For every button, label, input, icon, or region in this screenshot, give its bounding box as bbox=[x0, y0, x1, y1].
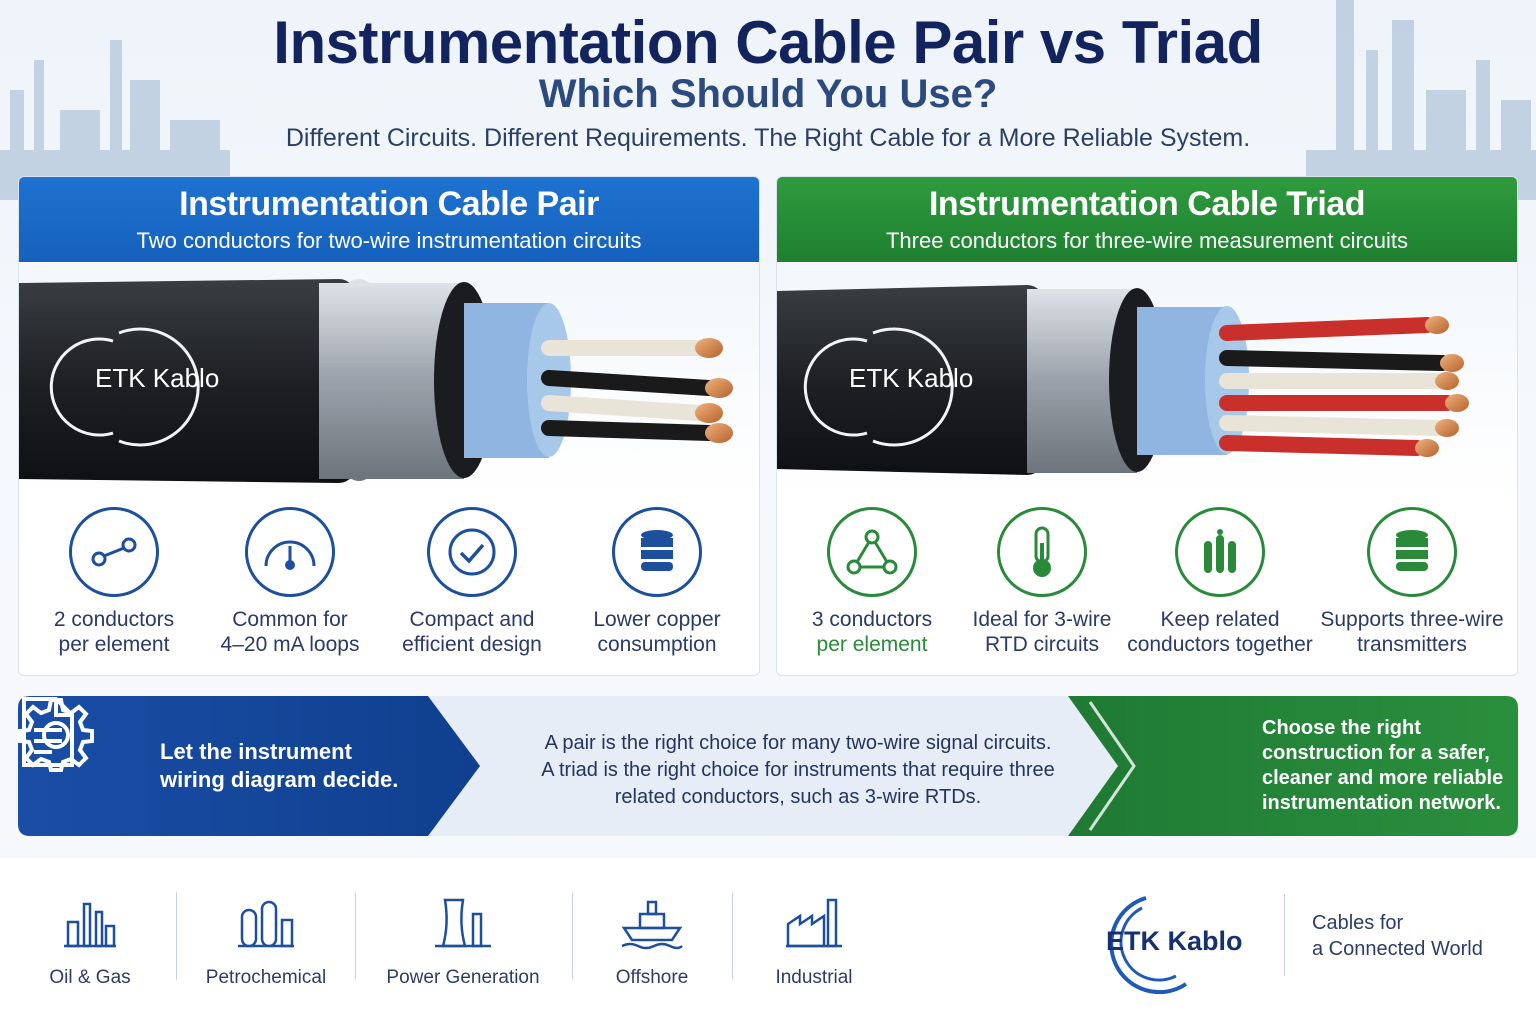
brand-tagline: Cables for a Connected World bbox=[1312, 912, 1483, 960]
triad-panel-title: Instrumentation Cable Triad bbox=[928, 185, 1366, 223]
pair-cable-illustration: ETK Kablo bbox=[19, 263, 759, 498]
brand-swoosh-icon bbox=[1109, 896, 1188, 995]
triad-cable-illustration: ETK Kablo bbox=[777, 263, 1517, 498]
banner-right-text: Choose the right construction for a safe… bbox=[1262, 717, 1504, 814]
triad-panel-subtitle: Three conductors for three-wire measurem… bbox=[885, 228, 1409, 253]
divider bbox=[176, 892, 177, 980]
banner-left-text: Let the instrument wiring diagram decide… bbox=[160, 739, 399, 792]
industry-label: Power Generation bbox=[386, 967, 540, 988]
checkmark-icon bbox=[427, 507, 517, 597]
gauge-icon bbox=[245, 507, 335, 597]
pair-panel-header: Instrumentation Cable Pair Two conductor… bbox=[19, 177, 759, 262]
pair-panel-title: Instrumentation Cable Pair bbox=[179, 185, 599, 223]
decision-banner: Let the instrument wiring diagram decide… bbox=[18, 696, 1518, 836]
pair-cable-logo-text: ETK Kablo bbox=[95, 363, 220, 393]
industry-label: Petrochemical bbox=[205, 967, 327, 988]
divider bbox=[1284, 894, 1285, 976]
thermometer-icon bbox=[997, 507, 1087, 597]
power-plant-icon bbox=[435, 898, 491, 948]
ship-icon bbox=[621, 900, 683, 950]
pair-panel-subtitle: Two conductors for two-wire instrumentat… bbox=[136, 228, 642, 253]
industry-oil-gas: Oil & Gas bbox=[40, 894, 140, 989]
banner-middle-text: A pair is the right choice for many two-… bbox=[541, 732, 1055, 808]
industry-label: Offshore bbox=[615, 967, 689, 988]
page-subtitle: Which Should You Use? bbox=[538, 72, 998, 116]
factory-icon bbox=[786, 898, 842, 948]
bundle-icon bbox=[1175, 507, 1265, 597]
triad-panel: Instrumentation Cable Triad Three conduc… bbox=[776, 176, 1518, 676]
divider bbox=[572, 892, 573, 980]
page-title: Instrumentation Cable Pair vs Triad bbox=[273, 9, 1263, 76]
brand-name: ETK Kablo bbox=[1106, 926, 1243, 956]
industry-industrial: Industrial bbox=[766, 894, 862, 989]
industry-power-generation: Power Generation bbox=[385, 894, 541, 989]
footer: Oil & Gas Petrochemical Power Generation bbox=[0, 858, 1536, 1024]
divider bbox=[355, 892, 356, 980]
divider bbox=[732, 892, 733, 980]
database-icon bbox=[612, 507, 702, 597]
triad-panel-header: Instrumentation Cable Triad Three conduc… bbox=[777, 177, 1517, 262]
pair-panel: Instrumentation Cable Pair Two conductor… bbox=[18, 176, 760, 676]
triad-cable-logo-text: ETK Kablo bbox=[849, 363, 974, 393]
page-tagline: Different Circuits. Different Requiremen… bbox=[285, 124, 1251, 152]
oil-gas-icon bbox=[64, 902, 116, 948]
industry-label: Oil & Gas bbox=[49, 967, 131, 988]
industry-offshore: Offshore bbox=[606, 894, 698, 989]
industry-label: Industrial bbox=[775, 967, 853, 988]
gear-icon bbox=[18, 698, 94, 772]
triangle-nodes-icon bbox=[827, 507, 917, 597]
brand-logo: ETK Kablo bbox=[1076, 888, 1256, 998]
industry-petrochemical: Petrochemical bbox=[200, 894, 332, 989]
petrochemical-icon bbox=[238, 900, 294, 948]
database-icon bbox=[1367, 507, 1457, 597]
two-nodes-icon bbox=[69, 507, 159, 597]
